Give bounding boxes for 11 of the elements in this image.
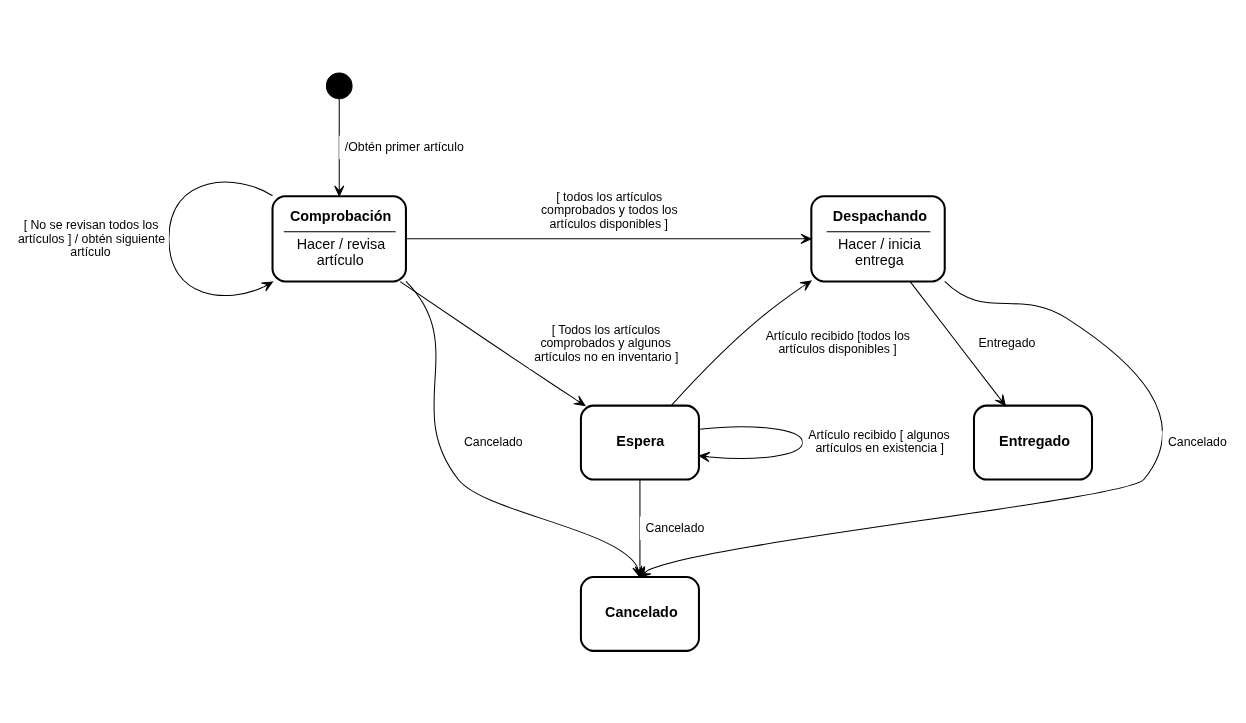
- edge-label: /Obtén primer artículo: [344, 139, 464, 154]
- edge-label: Cancelado: [645, 520, 705, 535]
- edge-label: [ No se revisan todos los artículos ] / obtén siguiente artículo: [18, 217, 165, 259]
- edge-label: [ todos los artículos comprobados y todos los artículos disponibles ]: [540, 189, 678, 231]
- node-label: Entregado: [978, 335, 1036, 350]
- edge-label: Cancelado: [1167, 434, 1227, 449]
- edge-label: Cancelado: [463, 434, 523, 449]
- edge-label: Artículo recibido [ algunos artículos en existencia ]: [808, 427, 950, 455]
- edge-label: Entregado: [999, 432, 1071, 449]
- edge-label: [ Todos los artículos comprobados y algunos artículos no en inventario ]: [534, 322, 679, 364]
- edge-label: Artículo recibido [todos los artículos disponibles ]: [765, 328, 910, 356]
